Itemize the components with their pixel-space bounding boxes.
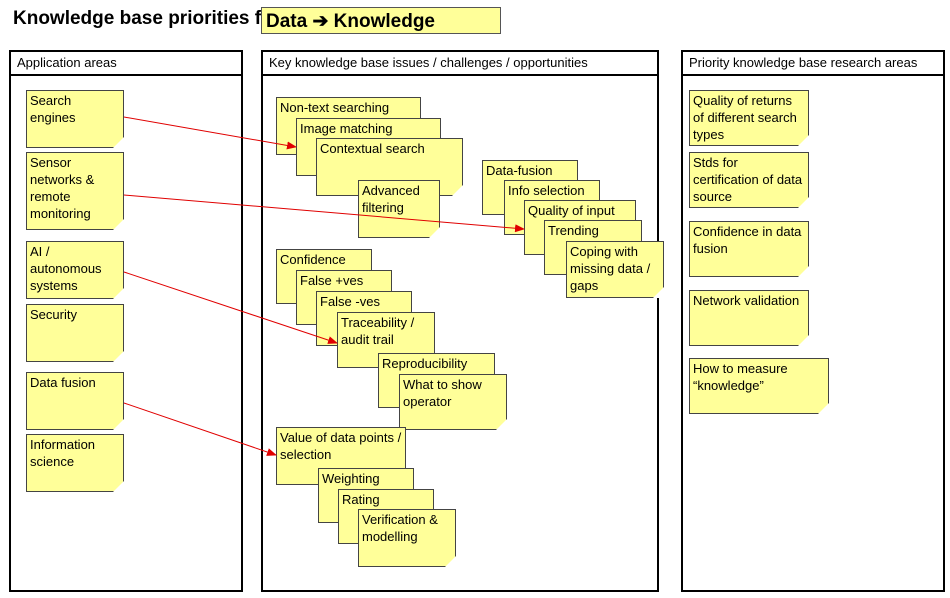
note-network-validation: Network validation [689,290,809,346]
note-information-science: Information science [26,434,124,492]
note-measure-knowledge: How to measure “knowledge” [689,358,829,414]
note-confidence-data-fusion: Confidence in data fusion [689,221,809,277]
note-verification-modelling: Verification & modelling [358,509,456,567]
note-stds-certification: Stds for certification of data source [689,152,809,208]
note-sensor-networks: Sensor networks & remote monitoring [26,152,124,230]
note-data-fusion: Data fusion [26,372,124,430]
note-ai-autonomous: AI / autonomous systems [26,241,124,299]
application-areas-header: Application areas [9,50,243,76]
note-what-to-show-operator: What to show operator [399,374,507,430]
title-highlight-note: Data ➔ Knowledge [261,7,501,34]
note-search-engines: Search engines [26,90,124,148]
research-header: Priority knowledge base research areas [681,50,945,76]
note-coping-missing-data: Coping with missing data / gaps [566,241,664,298]
note-quality-of-returns: Quality of returns of different search t… [689,90,809,146]
issues-header: Key knowledge base issues / challenges /… [261,50,659,76]
note-security: Security [26,304,124,362]
page-title: Knowledge base priorities for [13,8,281,29]
note-advanced-filtering: Advanced filtering [358,180,440,238]
